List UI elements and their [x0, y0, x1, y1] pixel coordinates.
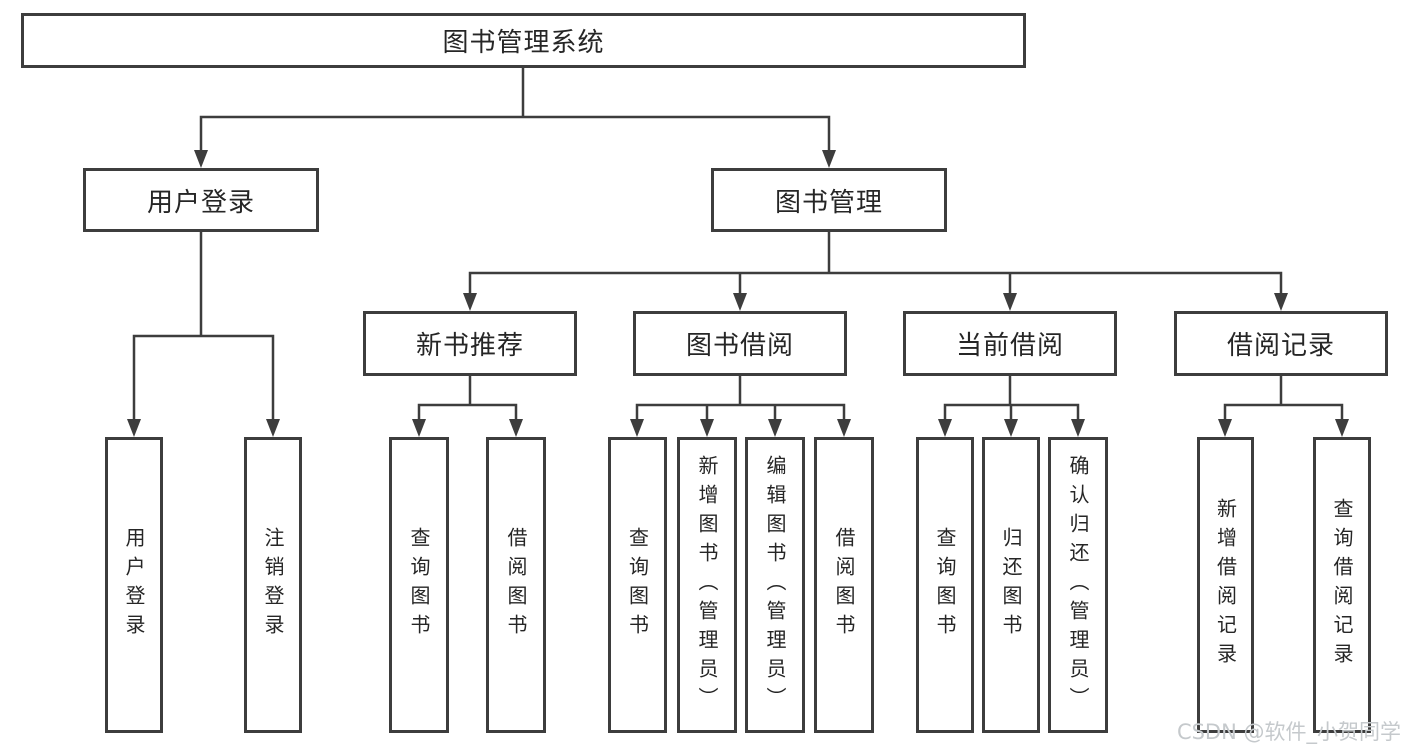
leaf-query-borrow-record: 查询借阅记录	[1313, 437, 1371, 733]
leaf-logout: 注销登录	[244, 437, 302, 733]
leaf-query-books-current: 查询图书	[916, 437, 974, 733]
leaf-confirm-return-admin: 确认归还（管理员）	[1048, 437, 1108, 733]
csdn-watermark: CSDN @软件_小贺同学	[1176, 720, 1401, 744]
leaf-add-borrow-record: 新增借阅记录	[1197, 437, 1254, 733]
leaf-return-book: 归还图书	[982, 437, 1040, 733]
leaf-user-login: 用户登录	[105, 437, 163, 733]
node-root-system: 图书管理系统	[21, 13, 1026, 68]
leaf-add-book-admin: 新增图书（管理员）	[677, 437, 737, 733]
leaf-query-books-recommend: 查询图书	[389, 437, 449, 733]
leaf-borrow-books-borrowing: 借阅图书	[814, 437, 874, 733]
node-user-login: 用户登录	[83, 168, 319, 232]
node-new-book-recommend: 新书推荐	[363, 311, 577, 376]
node-book-management: 图书管理	[711, 168, 947, 232]
node-borrow-records: 借阅记录	[1174, 311, 1388, 376]
leaf-borrow-books-recommend: 借阅图书	[486, 437, 546, 733]
node-book-borrowing: 图书借阅	[633, 311, 847, 376]
leaf-edit-book-admin: 编辑图书（管理员）	[745, 437, 805, 733]
leaf-query-books-borrowing: 查询图书	[608, 437, 667, 733]
arrowheads	[127, 150, 1349, 437]
node-current-borrowing: 当前借阅	[903, 311, 1117, 376]
